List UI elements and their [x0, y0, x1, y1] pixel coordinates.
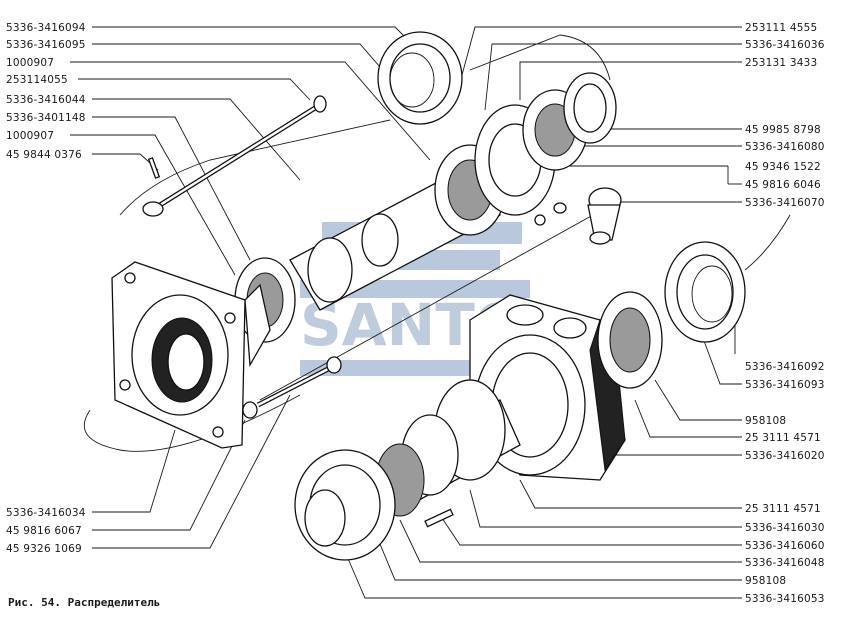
figure-caption: Рис. 54. Распределитель	[8, 596, 160, 609]
assembly-axes	[83, 34, 791, 452]
part-label: 5336-3416070	[745, 197, 825, 209]
long-bolt-rod	[142, 95, 327, 217]
part-label: 5336-3416080	[745, 141, 825, 153]
part-label: 25 3111 4571	[745, 503, 821, 515]
right-top-labels: 253111 4555 5336-3416036 253131 3433 45 …	[745, 22, 825, 209]
part-label: 45 9985 8798	[745, 124, 821, 136]
top-seal-rings	[377, 31, 463, 125]
left-labels: 5336-3416094 5336-3416095 1000907 253114…	[6, 22, 86, 161]
left-flange-housing	[111, 261, 271, 449]
part-label: 5336-3416095	[6, 39, 86, 51]
bottom-bolt	[242, 356, 342, 419]
part-label: 253111 4555	[745, 22, 817, 34]
part-label: 5336-3416036	[745, 39, 825, 51]
part-label: 5336-3416044	[6, 94, 86, 106]
part-label: 45 9816 6067	[6, 525, 82, 537]
part-label: 253114055	[6, 74, 68, 86]
part-label: 5336-3416094	[6, 22, 86, 34]
part-label: 253131 3433	[745, 57, 817, 69]
part-label: 5336-3416053	[745, 593, 825, 605]
right-mid-labels: 5336-3416092 5336-3416093 958108 25 3111…	[745, 361, 825, 462]
part-label: 5336-3416048	[745, 557, 825, 569]
part-label: 5336-3401148	[6, 112, 86, 124]
part-label: 5336-3416020	[745, 450, 825, 462]
part-label: 1000907	[6, 57, 54, 69]
part-label: 958108	[745, 415, 786, 427]
spool-assembly	[294, 379, 521, 561]
small-fitting	[534, 187, 622, 245]
right-bottom-labels: 25 3111 4571 5336-3416030 5336-3416060 5…	[745, 503, 825, 605]
right-seal-rings	[664, 241, 746, 343]
part-label: 45 9346 1522	[745, 161, 821, 173]
part-label: 1000907	[6, 130, 54, 142]
part-label: 25 3111 4571	[745, 432, 821, 444]
part-label: 5336-3416060	[745, 540, 825, 552]
part-label: 5336-3416092	[745, 361, 825, 373]
part-label: 5336-3416030	[745, 522, 825, 534]
part-label: 45 9816 6046	[745, 179, 821, 191]
part-label: 5336-3416093	[745, 379, 825, 391]
left-bottom-leader-lines	[92, 394, 291, 549]
left-bottom-labels: 5336-3416034 45 9816 6067 45 9326 1069	[6, 507, 86, 555]
part-label: 45 9326 1069	[6, 543, 82, 555]
part-label: 45 9844 0376	[6, 149, 82, 161]
part-label: 5336-3416034	[6, 507, 86, 519]
part-label: 958108	[745, 575, 786, 587]
